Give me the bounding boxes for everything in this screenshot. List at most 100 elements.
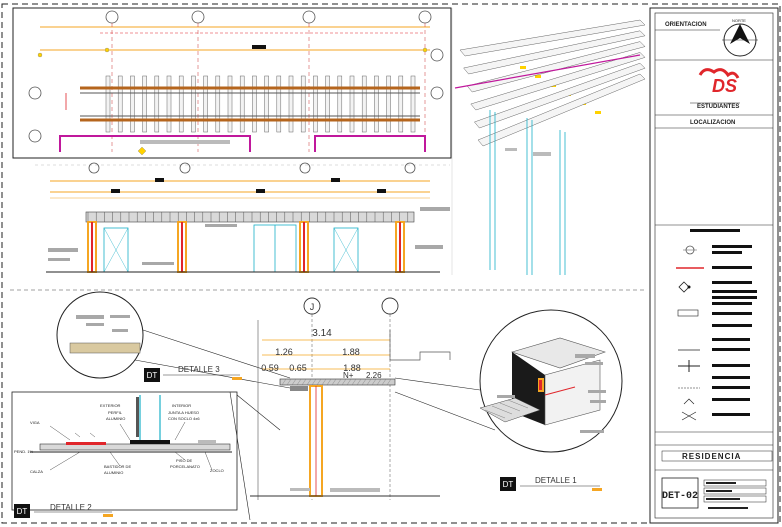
- label-con-sello: CON SOCLO 4x6: [168, 416, 200, 421]
- iso-marker: [520, 66, 526, 69]
- section-detail: J 3.14 1.26 1.88 0.59 0.65 1.88 N+ 2.26: [250, 297, 451, 500]
- slat: [252, 75, 257, 133]
- detail-2-badge: DT: [17, 507, 28, 516]
- label-bastidor-2: ALUMINIO: [104, 470, 123, 475]
- detail-1-badge: DT: [503, 480, 514, 489]
- slat: [410, 75, 416, 133]
- title-block: ORIENTACION NORTE DS ESTUDIANTES LOCALIZ…: [649, 7, 779, 524]
- slat: [276, 75, 282, 133]
- hatch-line: [291, 378, 297, 386]
- slat: [313, 75, 318, 133]
- sheet-border: [1, 3, 781, 524]
- slat: [386, 75, 391, 133]
- slat: [398, 75, 404, 133]
- label-junta: JUNTA A HUESO: [168, 410, 199, 415]
- detail-3-badge: DT: [147, 371, 158, 380]
- dim-right: 1.88: [342, 347, 360, 357]
- sheet-code: DET-02: [662, 491, 698, 502]
- slat: [191, 75, 196, 133]
- hatch-line: [376, 378, 382, 386]
- iso-marker: [535, 75, 541, 78]
- iso-beam: [466, 41, 646, 93]
- hatch-line: [321, 378, 327, 386]
- section-beam-hatch: [281, 378, 392, 386]
- plan-view: [12, 7, 452, 159]
- hatch-line: [336, 378, 342, 386]
- label-exterior: EXTERIOR: [100, 403, 121, 408]
- north-label: NORTE: [732, 18, 746, 23]
- location-label: LOCALIZACION: [690, 120, 735, 126]
- slat: [325, 75, 330, 133]
- slat: [349, 75, 355, 133]
- elevation-axis-bubbles: [88, 162, 416, 174]
- hatch-line: [351, 378, 357, 386]
- dim-right-lower: 1.88: [343, 363, 361, 373]
- hatch-line: [316, 378, 322, 386]
- axis-j-label: J: [310, 302, 315, 312]
- project-title: RESIDENCIA: [682, 452, 741, 461]
- logo-text: DS: [712, 76, 737, 96]
- detail-3-title: DETALLE 3: [178, 365, 220, 374]
- detail-1-callout: DT DETALLE 1: [394, 309, 623, 491]
- slat: [337, 75, 343, 133]
- hatch-line: [311, 378, 317, 386]
- elevation-beam-ticks: [87, 212, 409, 222]
- detail-1-title: DETALLE 1: [535, 476, 577, 485]
- logo-caption: ESTUDIANTES: [697, 104, 739, 110]
- label-pendiente: PEND. 1%: [14, 449, 34, 454]
- slat: [105, 75, 111, 133]
- logo-icon: DS: [698, 68, 740, 96]
- hatch-line: [371, 378, 377, 386]
- hatch-line: [326, 378, 332, 386]
- hatch-line: [341, 378, 347, 386]
- level-value: 2.26: [366, 371, 382, 380]
- dim-left: 1.26: [275, 347, 293, 357]
- elevation-view: [35, 162, 450, 273]
- label-aluminio: ALUMINIO: [106, 416, 125, 421]
- slat: [239, 75, 245, 133]
- hatch-line: [356, 378, 362, 386]
- dim-small-b: 0.65: [289, 363, 307, 373]
- label-porcelanato: PORCELANATO: [170, 464, 200, 469]
- slat: [361, 75, 367, 133]
- dim-small-a: 0.59: [261, 363, 279, 373]
- label-piso: PISO DE: [176, 458, 193, 463]
- hatch-line: [306, 378, 312, 386]
- hatch-line: [346, 378, 352, 386]
- pergola-slats: [105, 75, 416, 133]
- iso-beam: [459, 19, 646, 57]
- plan-axis-bubbles: [28, 10, 444, 143]
- slat: [264, 75, 269, 133]
- label-viga: VIGA: [30, 420, 40, 425]
- slat: [288, 75, 294, 133]
- detail-2-title: DETALLE 2: [50, 503, 92, 512]
- slat: [227, 75, 233, 133]
- slat: [300, 75, 306, 133]
- slat: [130, 75, 135, 133]
- legend-items: [676, 245, 757, 421]
- slat: [215, 75, 221, 133]
- label-calza: CALZA: [30, 469, 43, 474]
- hatch-line: [331, 378, 337, 386]
- detail-2-box: EXTERIOR INTERIOR PERFIL ALUMINIO JUNTA …: [11, 391, 281, 521]
- hatch-line: [286, 378, 292, 386]
- iso-beam: [477, 73, 646, 147]
- slat: [117, 75, 123, 133]
- hatch-line: [296, 378, 302, 386]
- isometric-view: [451, 8, 646, 275]
- label-zoclo: ZOCLO: [210, 468, 224, 473]
- label-bastidor: BASTIDOR DE: [104, 464, 131, 469]
- level-n: N+: [343, 371, 354, 380]
- label-interior: INTERIOR: [172, 403, 191, 408]
- hatch-line: [381, 378, 387, 386]
- hatch-line: [366, 378, 372, 386]
- iso-beam: [470, 52, 646, 111]
- slat: [178, 75, 184, 133]
- label-perfil: PERFIL: [108, 410, 123, 415]
- slat: [154, 75, 160, 133]
- plan-dim-tag: [252, 45, 266, 49]
- hatch-line: [301, 378, 307, 386]
- iso-beam: [463, 30, 646, 75]
- slat: [203, 75, 208, 133]
